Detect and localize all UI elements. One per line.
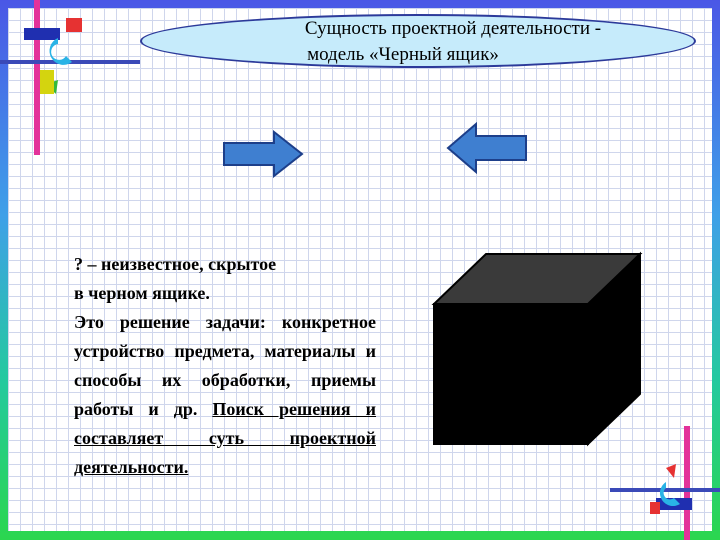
slide-title: Сущность проектной деятельности - модель… [140, 16, 696, 68]
description-underlined: Поиск решения и составляет суть проектно… [74, 399, 377, 477]
title-banner [140, 14, 696, 68]
right-arrow-icon [223, 130, 304, 178]
corner-decoration-top-left [0, 0, 140, 155]
left-arrow-icon [446, 122, 527, 174]
title-line-2: модель «Черный ящик» [307, 44, 499, 65]
description-text: ? – неизвестное, скрытое в черном ящике.… [74, 250, 376, 482]
corner-decoration-bottom-right [610, 426, 720, 540]
title-line-1: Сущность проектной деятельности - [304, 18, 602, 39]
description-line-2: в черном ящике. [74, 283, 210, 303]
description-line-1: ? – неизвестное, скрытое [74, 254, 277, 274]
black-box-cube-icon [431, 251, 643, 447]
description-paragraph: Это решение задачи: конкретное устройств… [74, 312, 376, 419]
